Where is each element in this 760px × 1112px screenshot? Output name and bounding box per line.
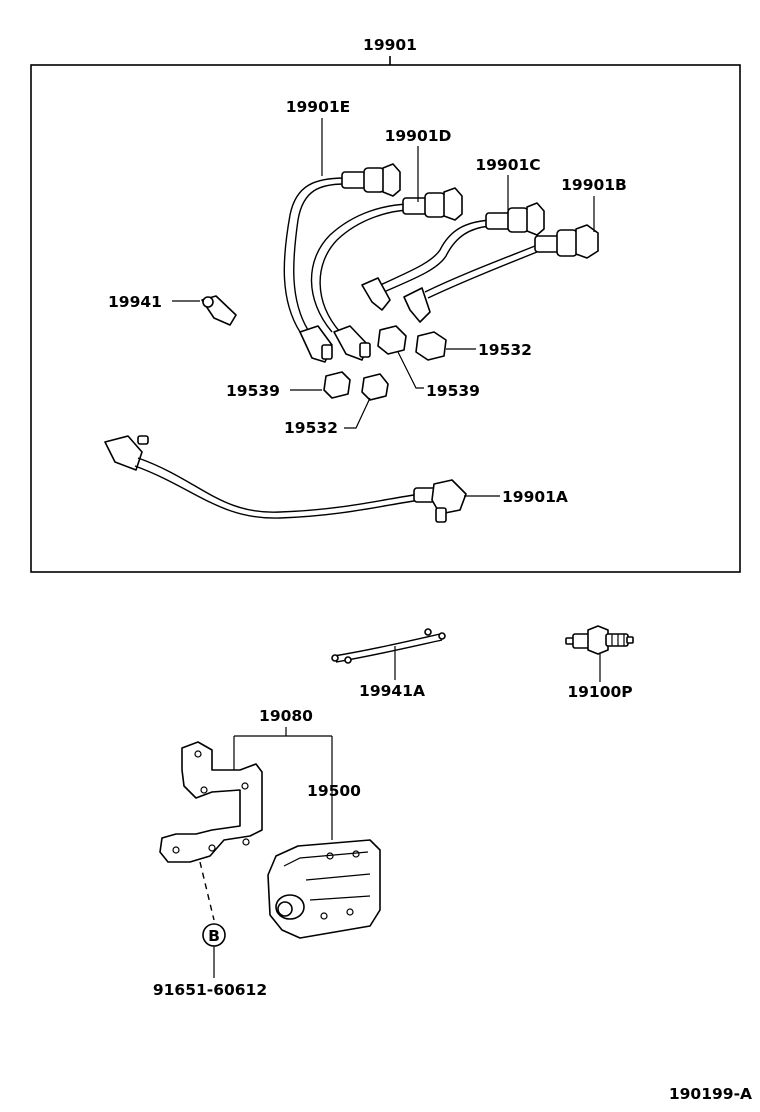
label-91651-60612[interactable]: 91651-60612 — [153, 981, 267, 999]
label-19539-right[interactable]: 19539 — [426, 382, 480, 400]
label-19901b[interactable]: 19901B — [561, 176, 627, 194]
label-19941a[interactable]: 19941A — [359, 682, 425, 700]
bolt-dashed-line — [199, 861, 215, 921]
label-19901e[interactable]: 19901E — [286, 98, 351, 116]
spark-plug-19100p[interactable] — [565, 625, 634, 655]
holder-19532-right[interactable] — [415, 331, 447, 361]
assembly-19901-frame — [30, 64, 741, 573]
cord-19901d[interactable] — [310, 187, 463, 361]
label-19539-left[interactable]: 19539 — [226, 382, 280, 400]
leader-19080 — [233, 727, 333, 840]
clamp-19941[interactable] — [201, 295, 237, 326]
ignition-coil-19500[interactable] — [267, 839, 381, 939]
diagram-number: 190199-A — [669, 1085, 752, 1103]
holder-19532-left[interactable] — [361, 373, 389, 401]
label-19901[interactable]: 19901 — [363, 36, 417, 54]
label-19901c[interactable]: 19901C — [475, 156, 540, 174]
cord-19901c[interactable] — [361, 202, 545, 311]
label-bolt-b: B — [208, 927, 220, 945]
holder-19539-left[interactable] — [323, 371, 351, 399]
label-19080[interactable]: 19080 — [259, 707, 313, 725]
holder-19539-right[interactable] — [377, 325, 407, 355]
cord-19901e[interactable] — [283, 163, 401, 363]
leader-19539-right — [397, 351, 424, 389]
label-19532-left[interactable]: 19532 — [284, 419, 338, 437]
clamp-strap-19941a[interactable] — [331, 628, 446, 664]
label-19901d[interactable]: 19901D — [385, 127, 452, 145]
label-19901a[interactable]: 19901A — [502, 488, 568, 506]
bracket-19080[interactable] — [159, 741, 263, 863]
label-19532-right[interactable]: 19532 — [478, 341, 532, 359]
cord-19901a[interactable] — [104, 435, 467, 523]
leader-19532-left — [344, 397, 371, 429]
label-19500[interactable]: 19500 — [307, 782, 361, 800]
label-19100p[interactable]: 19100P — [567, 683, 632, 701]
cord-19901b[interactable] — [403, 224, 599, 323]
label-19941[interactable]: 19941 — [108, 293, 162, 311]
